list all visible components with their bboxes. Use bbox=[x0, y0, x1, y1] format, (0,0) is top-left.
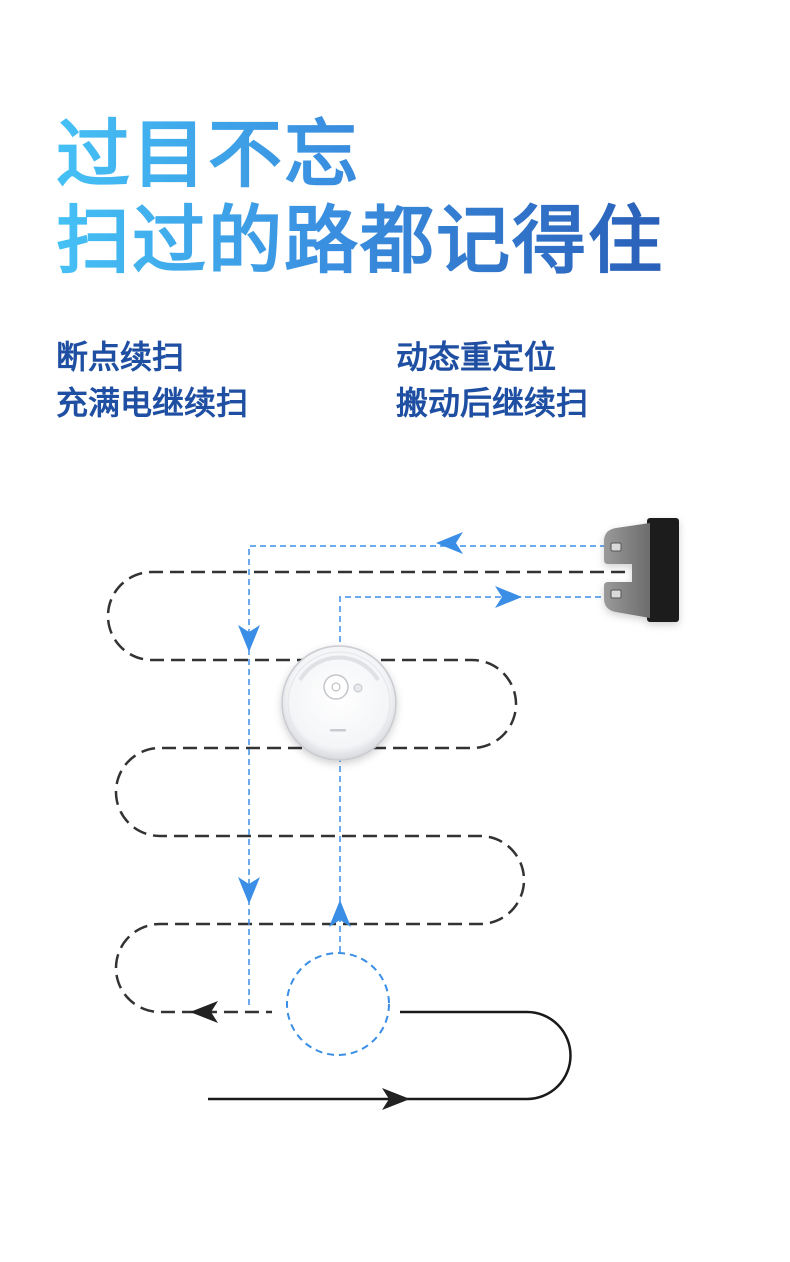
arrow-right-icon bbox=[382, 1088, 410, 1110]
feature-breakpoint-resume: 断点续扫 bbox=[56, 338, 185, 376]
arrow-right-icon bbox=[495, 586, 522, 608]
feature-column-right: 动态重定位 搬动后继续扫 bbox=[396, 334, 588, 426]
feature-column-left: 断点续扫 充满电继续扫 bbox=[56, 334, 396, 426]
arrow-left-icon bbox=[190, 1001, 218, 1023]
feature-dynamic-relocation: 动态重定位 bbox=[396, 338, 557, 376]
arrow-down-icon bbox=[238, 625, 260, 652]
feature-moved-resume: 搬动后继续扫 bbox=[396, 384, 589, 422]
blue-resume-path bbox=[339, 596, 606, 952]
feature-recharge-resume: 充满电继续扫 bbox=[56, 384, 249, 422]
arrow-up-icon bbox=[329, 900, 351, 927]
solid-resume-path bbox=[208, 1010, 572, 1101]
arrow-left-icon bbox=[436, 532, 463, 554]
feature-list: 断点续扫 充满电继续扫 动态重定位 搬动后继续扫 bbox=[56, 334, 696, 426]
dashed-cleaning-path bbox=[106, 570, 625, 1014]
relocation-circle bbox=[286, 952, 390, 1056]
charging-dock-icon bbox=[604, 518, 679, 622]
blue-return-path bbox=[248, 545, 606, 1007]
robot-vacuum-icon bbox=[281, 645, 397, 761]
arrow-down-icon bbox=[238, 877, 260, 904]
